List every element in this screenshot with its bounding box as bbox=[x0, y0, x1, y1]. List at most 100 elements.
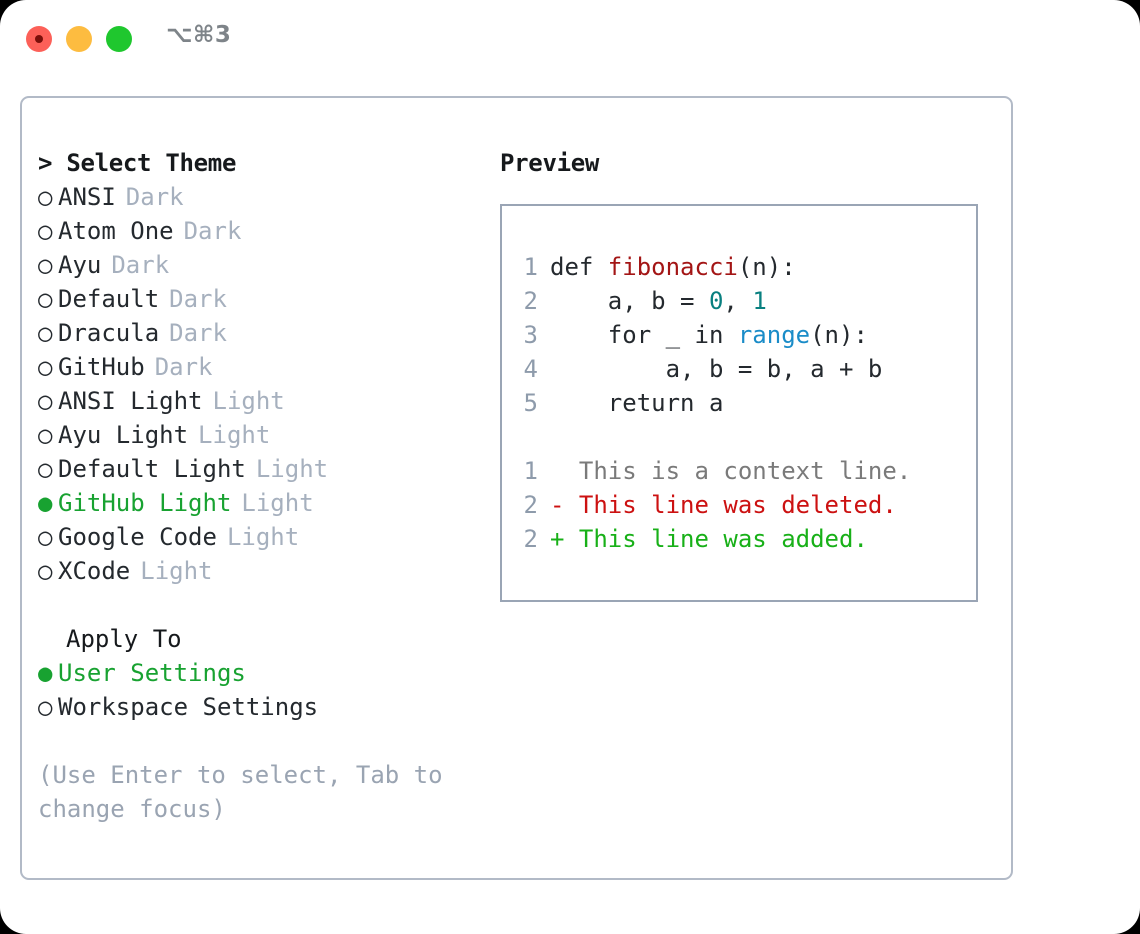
diff-marker: - bbox=[550, 491, 565, 519]
theme-item-label: Default Light bbox=[58, 455, 246, 483]
radio-unselected-icon: ○ bbox=[38, 693, 53, 721]
theme-item-ansi[interactable]: ○ANSI Dark bbox=[38, 180, 478, 214]
prompt-caret-icon: > bbox=[38, 149, 53, 177]
code-token-num: 0 bbox=[708, 287, 724, 315]
diff-line-text: This is a context line. bbox=[578, 457, 912, 485]
diff-spacer bbox=[564, 525, 578, 553]
theme-item-default-light[interactable]: ○Default Light Light bbox=[38, 452, 478, 486]
code-token-kw: def bbox=[550, 253, 608, 281]
title-bar: ⌥⌘3 bbox=[0, 0, 1140, 78]
theme-item-label: ANSI Light bbox=[58, 387, 203, 415]
radio-selected-icon: ● bbox=[38, 489, 53, 517]
theme-item-label: XCode bbox=[58, 557, 131, 585]
select-theme-title: Select Theme bbox=[66, 149, 237, 177]
code-token-plain: a, b = b, a + b bbox=[550, 355, 883, 383]
code-line-number: 2 bbox=[523, 287, 538, 315]
theme-item-label: Ayu bbox=[58, 251, 102, 279]
theme-variant-badge: Dark bbox=[111, 251, 170, 279]
theme-item-ansi-light[interactable]: ○ANSI Light Light bbox=[38, 384, 478, 418]
radio-selected-icon: ● bbox=[38, 659, 53, 687]
apply-to-option-user-settings[interactable]: ●User Settings bbox=[38, 656, 478, 690]
diff-line-add: 2 + This line was added. bbox=[514, 522, 911, 556]
diff-marker: + bbox=[550, 525, 565, 553]
theme-variant-badge: Light bbox=[198, 421, 271, 449]
diff-line-text: This line was added. bbox=[578, 525, 868, 553]
theme-item-label: GitHub Light bbox=[58, 489, 232, 517]
theme-item-label: ANSI bbox=[58, 183, 116, 211]
code-line: 2 a, b = 0, 1 bbox=[514, 284, 911, 318]
code-line-number: 3 bbox=[523, 321, 538, 349]
code-line-number: 5 bbox=[523, 389, 538, 417]
theme-item-label: Google Code bbox=[58, 523, 217, 551]
radio-unselected-icon: ○ bbox=[38, 455, 53, 483]
theme-variant-badge: Light bbox=[241, 489, 314, 517]
theme-variant-badge: Light bbox=[212, 387, 285, 415]
radio-unselected-icon: ○ bbox=[38, 183, 53, 211]
diff-line-number: 2 bbox=[523, 525, 538, 553]
code-line: 1 def fibonacci(n): bbox=[514, 250, 911, 284]
diff-marker bbox=[550, 457, 564, 485]
radio-unselected-icon: ○ bbox=[38, 353, 53, 381]
theme-variant-badge: Dark bbox=[125, 183, 184, 211]
theme-item-label: Dracula bbox=[58, 319, 160, 347]
radio-unselected-icon: ○ bbox=[38, 421, 53, 449]
code-line-number: 1 bbox=[523, 253, 538, 281]
theme-item-atom-one[interactable]: ○Atom One Dark bbox=[38, 214, 478, 248]
diff-line-del: 2- This line was deleted. bbox=[514, 488, 911, 522]
apply-to-option-label: Workspace Settings bbox=[58, 693, 319, 721]
code-line-number: 4 bbox=[523, 355, 538, 383]
code-token-plain: (n): bbox=[737, 253, 796, 281]
code-token-num: 1 bbox=[752, 287, 767, 315]
theme-variant-badge: Dark bbox=[169, 319, 227, 347]
close-icon bbox=[35, 35, 43, 43]
theme-item-github-light[interactable]: ●GitHub Light Light bbox=[38, 486, 478, 520]
maximize-button[interactable] bbox=[106, 26, 132, 52]
keyboard-hint-text: (Use Enter to select, Tab to change focu… bbox=[38, 761, 443, 823]
code-token-call: range bbox=[737, 321, 811, 349]
theme-item-ayu-light[interactable]: ○Ayu Light Light bbox=[38, 418, 478, 452]
diff-spacer bbox=[564, 491, 578, 519]
keyboard-shortcut-label: ⌥⌘3 bbox=[166, 22, 232, 48]
theme-variant-badge: Light bbox=[255, 455, 329, 483]
apply-to-list[interactable]: ●User Settings○Workspace Settings bbox=[38, 656, 478, 724]
code-token-fn: fibonacci bbox=[607, 253, 738, 281]
theme-variant-badge: Dark bbox=[169, 285, 227, 313]
apply-to-header: Apply To bbox=[66, 625, 182, 653]
theme-item-ayu[interactable]: ○Ayu Dark bbox=[38, 248, 478, 282]
theme-variant-badge: Light bbox=[226, 523, 300, 551]
diff-line-number: 2 bbox=[523, 491, 538, 519]
theme-variant-badge: Dark bbox=[154, 353, 213, 381]
apply-to-option-workspace-settings[interactable]: ○Workspace Settings bbox=[38, 690, 478, 724]
preview-title: Preview bbox=[500, 149, 600, 177]
diff-line-ctx: 1 This is a context line. bbox=[514, 454, 912, 488]
theme-item-xcode[interactable]: ○XCode Light bbox=[38, 554, 478, 588]
radio-unselected-icon: ○ bbox=[38, 217, 53, 245]
minimize-button[interactable] bbox=[66, 26, 92, 52]
theme-variant-badge: Dark bbox=[183, 217, 242, 245]
code-token-plain: a, b = bbox=[550, 287, 709, 315]
radio-unselected-icon: ○ bbox=[38, 387, 53, 415]
select-theme-header: > Select Theme bbox=[38, 146, 478, 180]
theme-variant-badge: Light bbox=[140, 557, 213, 585]
diff-line-text: This line was deleted. bbox=[578, 491, 897, 519]
code-token-plain: (n): bbox=[810, 321, 868, 349]
code-token-plain: , bbox=[723, 287, 753, 315]
radio-unselected-icon: ○ bbox=[38, 557, 53, 585]
theme-item-label: Ayu Light bbox=[58, 421, 189, 449]
radio-unselected-icon: ○ bbox=[38, 251, 53, 279]
theme-item-label: Atom One bbox=[58, 217, 174, 245]
theme-item-label: Default bbox=[58, 285, 160, 313]
code-line: 3 for _ in range(n): bbox=[514, 318, 911, 352]
theme-item-google-code[interactable]: ○Google Code Light bbox=[38, 520, 478, 554]
code-token-plain: for _ in bbox=[550, 321, 738, 349]
radio-unselected-icon: ○ bbox=[38, 523, 53, 551]
